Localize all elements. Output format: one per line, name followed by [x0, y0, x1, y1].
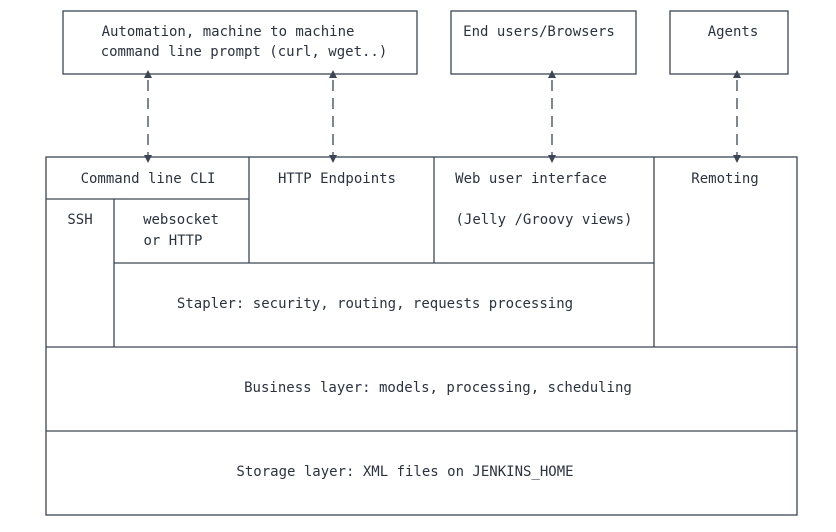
agents-client-box [669, 10, 789, 75]
system-outline [45, 156, 798, 516]
storage-layer-label: Storage layer: XML files on JENKINS_HOME [236, 464, 573, 480]
arrow-up-icon [144, 70, 152, 78]
arrow-down-icon [144, 155, 152, 163]
web-ui-label-line1: Web user interface [455, 171, 607, 187]
arrow-down-icon [548, 155, 556, 163]
arrow-down-icon [733, 155, 741, 163]
connector-automation-to-http [329, 70, 337, 163]
automation-client-label-line1: Automation, machine to machine [102, 24, 355, 40]
agents-client-label: Agents [708, 24, 759, 40]
websocket-label-line2: or HTTP [143, 233, 202, 249]
stapler-layer-label: Stapler: security, routing, requests pro… [177, 296, 573, 312]
automation-client-label-line2: command line prompt (curl, wget..) [101, 44, 388, 60]
cli-label: Command line CLI [81, 171, 216, 187]
connector-agents-to-remoting [733, 70, 741, 163]
automation-client-box [62, 10, 418, 75]
browsers-client-box [450, 10, 637, 75]
remoting-label: Remoting [691, 171, 758, 187]
arrow-up-icon [329, 70, 337, 78]
browsers-client-label: End users/Browsers [463, 24, 615, 40]
connector-automation-to-cli [144, 70, 152, 163]
http-endpoints-label: HTTP Endpoints [278, 171, 396, 187]
business-layer-label: Business layer: models, processing, sche… [244, 380, 632, 396]
arrow-up-icon [733, 70, 741, 78]
arrow-up-icon [548, 70, 556, 78]
connector-browsers-to-web-ui [548, 70, 556, 163]
ssh-label: SSH [67, 212, 92, 228]
arrow-down-icon [329, 155, 337, 163]
web-ui-label-line2: (Jelly /Groovy views) [455, 212, 632, 228]
websocket-label-line1: websocket [143, 212, 219, 228]
